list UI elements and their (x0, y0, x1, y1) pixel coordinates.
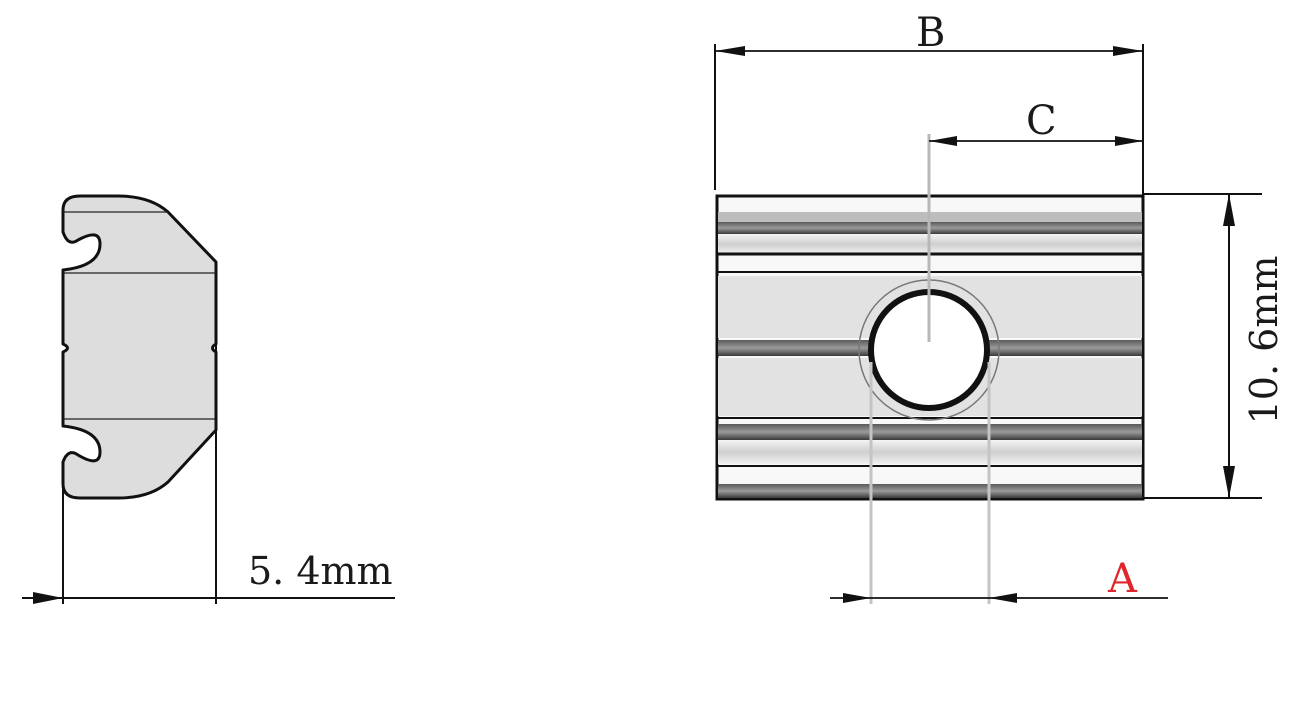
label-c: C (1026, 98, 1057, 144)
height-arrow-top-icon (1223, 194, 1235, 226)
stripe-bottom-mid (718, 440, 1142, 464)
side-dimension-arrow-icon (33, 592, 63, 604)
c-arrow-left-icon (929, 136, 957, 146)
b-arrow-right-icon (1113, 46, 1143, 56)
b-arrow-left-icon (715, 46, 745, 56)
side-view: 5. 4mm (22, 194, 395, 604)
height-arrow-bottom-icon (1223, 466, 1235, 498)
a-arrow-right-icon (989, 593, 1017, 603)
c-arrow-right-icon (1115, 136, 1143, 146)
front-view: B C 10. 6mm A (714, 10, 1286, 604)
label-a: A (1107, 556, 1138, 602)
stripe-bottom-dark-1 (718, 424, 1142, 440)
side-width-label: 5. 4mm (248, 549, 393, 593)
stripe-bottom-dark-2 (718, 484, 1142, 498)
a-arrow-left-icon (843, 593, 871, 603)
height-label: 10. 6mm (1242, 256, 1286, 425)
label-b: B (916, 10, 945, 56)
side-profile-shape (61, 194, 218, 500)
